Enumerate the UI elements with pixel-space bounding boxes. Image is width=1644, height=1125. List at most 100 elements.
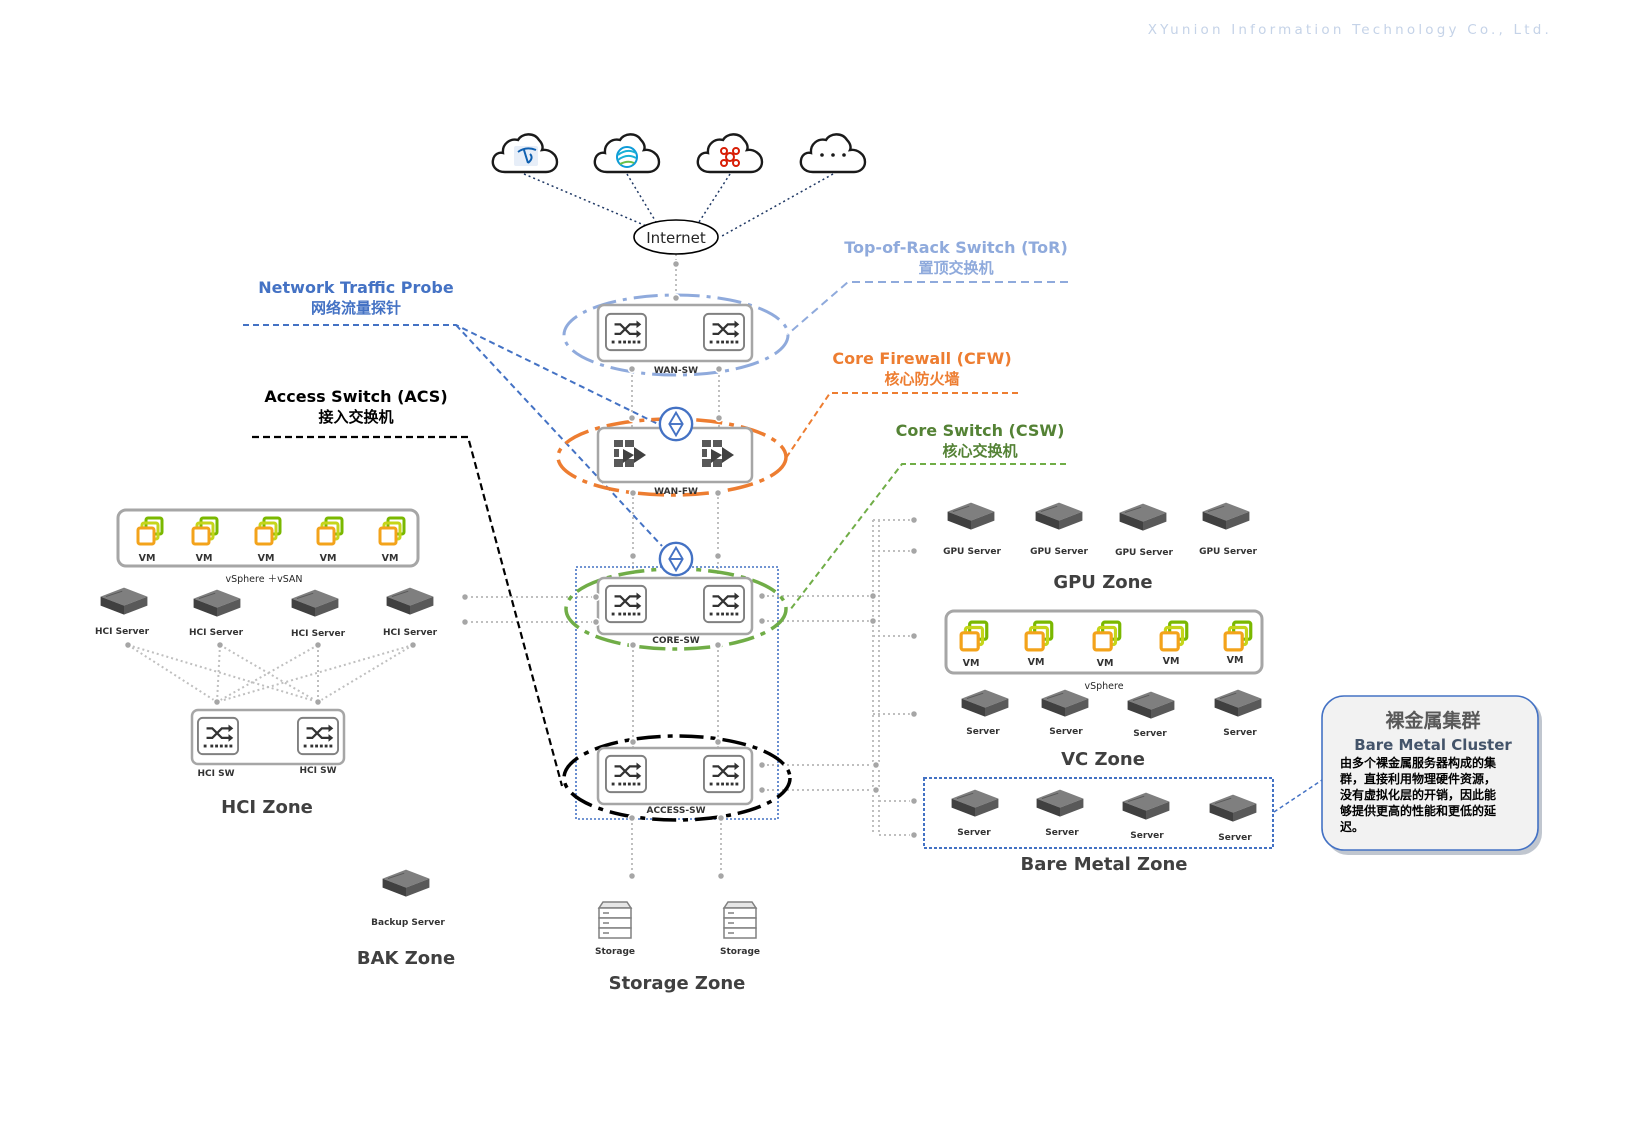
internet-label: Internet (646, 229, 706, 247)
isp-clouds (491, 133, 867, 174)
vm-item[interactable]: VM (254, 516, 282, 564)
server-icon (951, 789, 999, 818)
switch-icon (297, 716, 339, 756)
server-icon (1035, 502, 1083, 531)
hci-switch-pair[interactable] (190, 708, 346, 766)
switch-icon (605, 312, 647, 352)
bak-zone: Backup Server BAK Zone (357, 869, 455, 969)
callout-csw: Core Switch (CSW) 核心交换机 (896, 421, 1065, 460)
vc-server[interactable]: Server (1214, 689, 1262, 738)
switch-icon (605, 584, 647, 624)
hci-switch-label: HCI SW (197, 769, 234, 779)
switch-icon (703, 312, 745, 352)
server-label: Server (1133, 729, 1167, 739)
vm-label: VM (963, 658, 980, 669)
callout-leaders (243, 281, 1323, 813)
server-icon (1209, 794, 1257, 823)
storage-icon (723, 901, 757, 939)
server-icon (382, 869, 430, 898)
china-mobile-logo (616, 146, 638, 168)
server-label: HCI Server (95, 627, 150, 637)
bare-metal-server[interactable]: Server (1122, 792, 1170, 841)
server-icon (1041, 689, 1089, 718)
info-title-zh: 裸金属集群 (1385, 709, 1480, 732)
wan-switch[interactable]: WAN-SW (562, 293, 790, 377)
vm-item[interactable]: VM (1024, 620, 1054, 668)
zone-title: BAK Zone (357, 948, 455, 969)
hci-server[interactable]: HCI Server (383, 587, 438, 638)
storage-array[interactable]: Storage (720, 901, 760, 957)
platform-label: vSphere (1084, 681, 1123, 692)
server-label: Server (1130, 831, 1164, 841)
ellipsis-icon (820, 153, 846, 157)
callout-tor: Top-of-Rack Switch (ToR) 置顶交换机 (844, 238, 1068, 277)
vm-list: VM VM VM VM VM (136, 516, 406, 564)
server-label: HCI Server (189, 628, 244, 638)
server-label: Server (1218, 833, 1252, 843)
storage-label: Storage (595, 947, 635, 957)
platform-label: vSphere ＋vSAN (225, 574, 302, 585)
bare-metal-group-box (923, 777, 1274, 849)
vm-label: VM (1227, 655, 1244, 666)
callout-title: Core Switch (CSW) (896, 421, 1065, 440)
vm-label: VM (1097, 658, 1114, 669)
switch-icon (703, 754, 745, 794)
vc-server[interactable]: Server (1127, 691, 1175, 739)
storage-array[interactable]: Storage (595, 901, 635, 957)
info-line: 没有虚拟化层的开销，因此能 (1340, 787, 1496, 802)
core-switch[interactable]: CORE-SW (564, 567, 788, 651)
server-icon (1122, 792, 1170, 821)
company-name: XYunion Information Technology Co., Ltd. (1148, 22, 1552, 38)
callout-title: Access Switch (ACS) (264, 387, 447, 406)
vc-zone: VM VM VM VM VM vSphere Server Server Ser… (944, 609, 1264, 770)
vc-server[interactable]: Server (961, 689, 1009, 737)
gpu-server[interactable]: GPU Server (1115, 503, 1173, 558)
hci-server[interactable]: HCI Server (189, 589, 244, 638)
vm-item[interactable]: VM (1223, 620, 1253, 666)
server-label: Backup Server (371, 918, 445, 928)
vm-item[interactable]: VM (316, 516, 344, 564)
server-icon (193, 589, 241, 618)
gpu-server[interactable]: GPU Server (1030, 502, 1088, 557)
vm-item[interactable]: VM (1159, 620, 1189, 667)
backup-server[interactable]: Backup Server (371, 869, 445, 928)
vc-server[interactable]: Server (1041, 689, 1089, 737)
callout-subtitle: 接入交换机 (318, 408, 393, 426)
zone-title: HCI Zone (221, 797, 313, 818)
callout-acs: Access Switch (ACS) 接入交换机 (264, 387, 447, 426)
access-switch[interactable]: ACCESS-SW (562, 734, 792, 822)
callout-probe: Network Traffic Probe 网络流量探针 (258, 278, 454, 317)
probe-icon (658, 406, 694, 442)
callout-subtitle: 置顶交换机 (918, 259, 993, 277)
server-icon (1214, 689, 1262, 718)
vm-label: VM (258, 553, 275, 564)
wan-firewall[interactable]: WAN-FW (556, 417, 788, 497)
callout-title: Top-of-Rack Switch (ToR) (844, 238, 1068, 257)
cloud-china-mobile (593, 133, 661, 174)
hci-server[interactable]: HCI Server (291, 589, 346, 639)
storage-icon (598, 901, 632, 939)
vm-item[interactable]: VM (136, 516, 164, 564)
gpu-server[interactable]: GPU Server (1199, 502, 1257, 557)
hci-switch-label: HCI SW (299, 766, 336, 776)
callout-title: Core Firewall (CFW) (832, 349, 1011, 368)
bare-metal-server[interactable]: Server (951, 789, 999, 838)
cloud-china-telecom (491, 133, 559, 174)
bare-metal-server[interactable]: Server (1036, 789, 1084, 838)
connection-lines (127, 173, 914, 880)
bare-metal-server[interactable]: Server (1209, 794, 1257, 843)
server-icon (961, 689, 1009, 718)
vm-item[interactable]: VM (1092, 620, 1122, 669)
callout-cfw: Core Firewall (CFW) 核心防火墙 (832, 349, 1011, 388)
gpu-server[interactable]: GPU Server (943, 502, 1001, 557)
server-icon (1119, 503, 1167, 532)
vm-item[interactable]: VM (191, 516, 219, 564)
vm-label: VM (1163, 656, 1180, 667)
internet-node: Internet (633, 219, 719, 255)
hci-server[interactable]: HCI Server (95, 587, 150, 637)
vm-item[interactable]: VM (959, 620, 989, 669)
vm-item[interactable]: VM (378, 516, 406, 564)
china-unicom-logo (720, 147, 740, 167)
connection-points (123, 259, 919, 881)
